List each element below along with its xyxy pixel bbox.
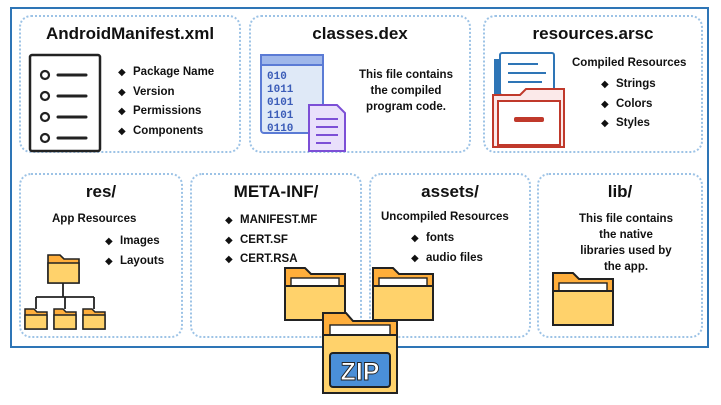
binary-row: 1101 (267, 110, 294, 122)
list-item: audio files (411, 249, 483, 269)
binary-row: 1011 (267, 84, 294, 96)
card-title: lib/ (607, 182, 633, 201)
binary-file-icon: 010 1011 0101 1101 0110 (260, 54, 346, 152)
description-line: the native (599, 229, 653, 241)
folder-icon (372, 267, 434, 321)
assets-list: fonts audio files (411, 229, 483, 268)
list-document-icon (28, 53, 102, 153)
description-line: the compiled (370, 85, 442, 97)
list-item: Strings (601, 75, 656, 95)
res-list: Images Layouts (105, 232, 164, 271)
description-line: This file contains (359, 69, 453, 81)
folder-icon (552, 272, 614, 326)
lib-description: This file contains the native libraries … (561, 211, 691, 275)
card-title: AndroidManifest.xml (45, 24, 215, 43)
card-title: resources.arsc (532, 24, 654, 43)
description-line: program code. (366, 101, 446, 113)
zip-folder-icon: ZIP (322, 312, 398, 394)
arsc-subtitle: Compiled Resources (572, 57, 687, 69)
assets-subtitle: Uncompiled Resources (381, 211, 509, 223)
list-item: Permissions (118, 102, 214, 122)
list-item: CERT.RSA (225, 250, 317, 270)
card-classes-dex: classes.dex 010 1011 0101 1101 0110 This… (249, 15, 471, 153)
list-item: Components (118, 122, 214, 142)
card-title: classes.dex (312, 24, 408, 43)
arsc-list: Strings Colors Styles (601, 75, 656, 134)
card-res: res/ App Resources Images Layouts (19, 173, 183, 338)
card-title: META-INF/ (233, 182, 319, 201)
folder-tree-icon (24, 254, 106, 330)
list-item: CERT.SF (225, 231, 317, 251)
list-item: fonts (411, 229, 483, 249)
card-title: assets/ (421, 182, 479, 201)
description-line: This file contains (579, 213, 673, 225)
description-line: the app. (603, 261, 649, 273)
resource-folder-icon (492, 52, 565, 148)
list-item: MANIFEST.MF (225, 211, 317, 231)
description-line: libraries used by (580, 245, 672, 257)
binary-row: 010 (267, 71, 287, 83)
card-resources-arsc: resources.arsc Compiled Resources String… (483, 15, 703, 153)
folder-icon (284, 267, 346, 321)
list-item: Colors (601, 95, 656, 115)
list-item: Version (118, 83, 214, 103)
meta-list: MANIFEST.MF CERT.SF CERT.RSA (225, 211, 317, 270)
card-android-manifest: AndroidManifest.xml Package Name Version… (19, 15, 241, 153)
manifest-list: Package Name Version Permissions Compone… (118, 63, 214, 141)
list-item: Layouts (105, 252, 164, 272)
list-item: Package Name (118, 63, 214, 83)
zip-label: ZIP (341, 358, 380, 386)
res-subtitle: App Resources (52, 213, 137, 225)
list-item: Images (105, 232, 164, 252)
card-lib: lib/ This file contains the native libra… (537, 173, 703, 338)
dex-description: This file contains the compiled program … (347, 67, 465, 115)
binary-row: 0101 (267, 97, 294, 109)
list-item: Styles (601, 114, 656, 134)
binary-row: 0110 (267, 123, 293, 135)
card-title: res/ (85, 182, 117, 201)
